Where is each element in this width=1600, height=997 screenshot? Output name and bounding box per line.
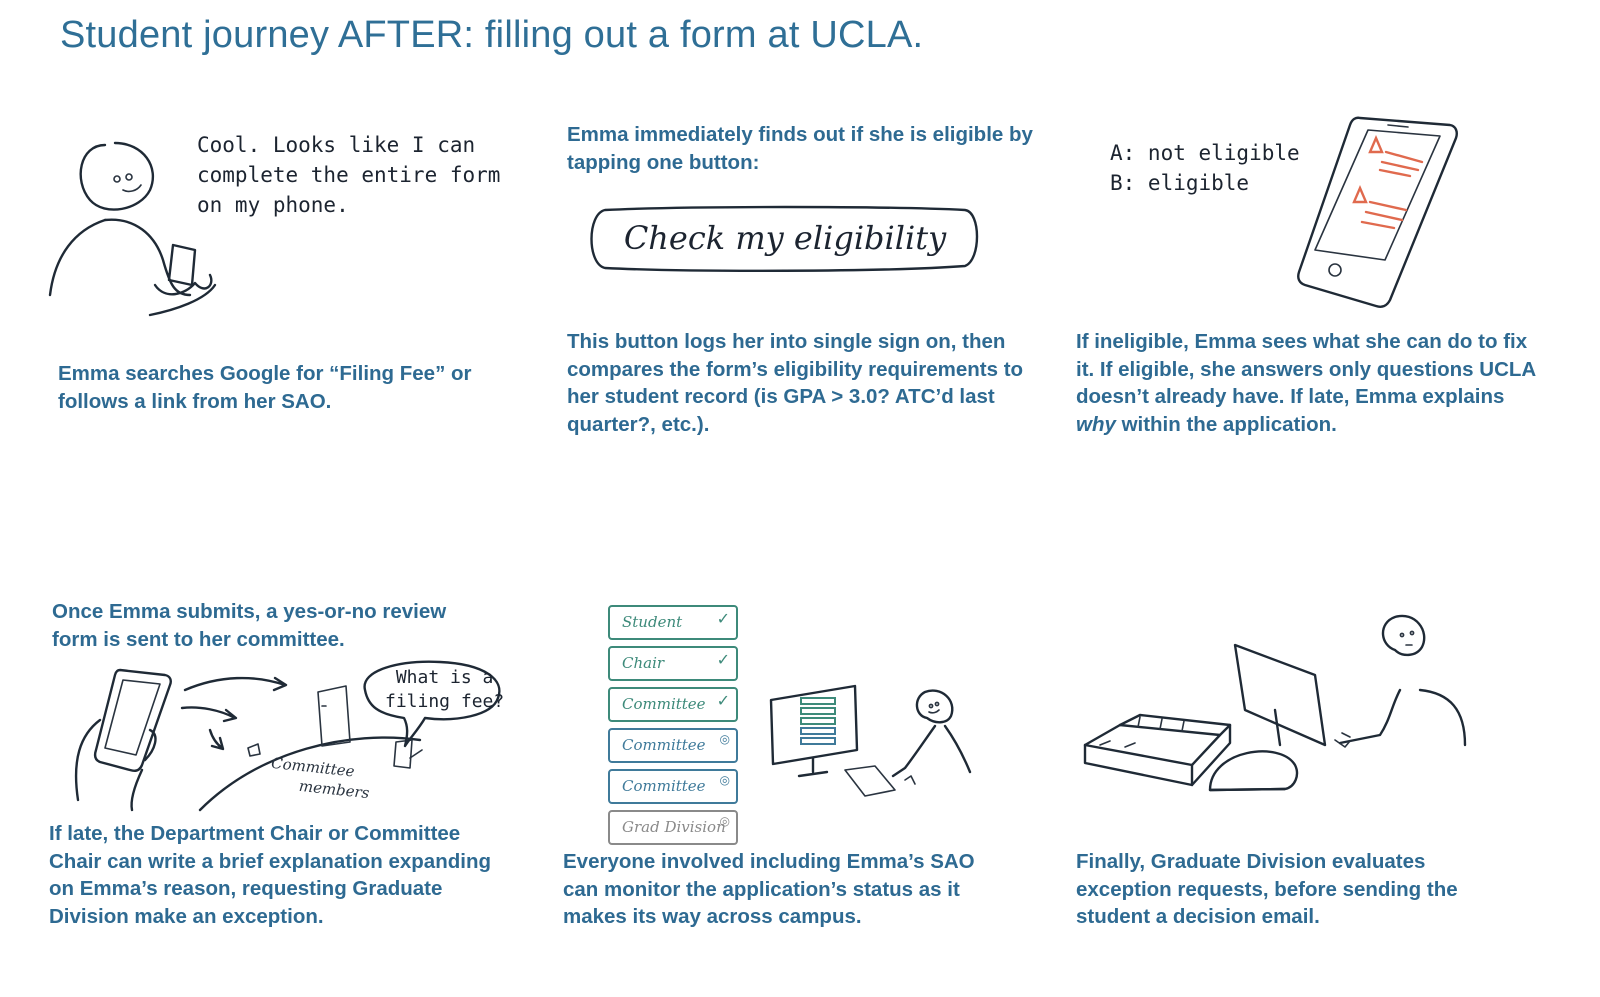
stack-item-committee: Committee ◎ — [608, 728, 738, 763]
speech-line: Cool. Looks like I can — [197, 133, 476, 157]
outcome-eligible: B: eligible — [1110, 171, 1250, 195]
sao-at-computer-sketch — [769, 684, 972, 797]
caption-search: Emma searches Google for “Filing Fee” or… — [58, 362, 472, 413]
committee-speech-text: What is a filing fee? — [385, 666, 504, 714]
stack-item-committee: Committee ◎ — [608, 769, 738, 804]
stack-label: Student — [622, 613, 683, 631]
checkmark-icon: ✓ — [716, 693, 730, 710]
caption-status-tracking: Everyone involved including Emma’s SAO c… — [563, 850, 975, 928]
stack-item-grad-division: Grad Division ◎ — [608, 810, 738, 845]
check-eligibility-button[interactable]: Check my eligibility — [623, 219, 947, 257]
stack-label: Grad Division — [622, 818, 726, 836]
checkmark-icon: ✓ — [716, 652, 730, 669]
speech-line: on my phone. — [197, 193, 349, 217]
caption-eligibility-intro: Emma immediately finds out if she is eli… — [567, 123, 1033, 174]
caption-part: within the application. — [1115, 412, 1337, 436]
outcome-not-eligible: A: not eligible — [1110, 141, 1300, 165]
page-title: Student journey AFTER: filling out a for… — [60, 14, 924, 56]
grad-division-desk-sketch — [1083, 614, 1467, 792]
stack-label: Committee — [622, 736, 706, 754]
speech-bubble-text: Cool. Looks like I can complete the enti… — [197, 130, 500, 220]
caption-emphasis: why — [1076, 412, 1116, 436]
speech-line: complete the entire form — [197, 163, 501, 187]
student-on-phone-sketch — [48, 141, 217, 317]
speech-line: filing fee? — [385, 691, 505, 712]
caption-eligibility-result: If ineligible, Emma sees what she can do… — [1076, 328, 1536, 438]
caption-eligibility-detail: This button logs her into single sign on… — [567, 330, 1024, 436]
caption-committee-detail: If late, the Department Chair or Committ… — [49, 822, 491, 928]
caption-decision: Finally, Graduate Division evaluates exc… — [1076, 850, 1458, 928]
stack-label: Chair — [622, 654, 665, 672]
caption-committee-intro: Once Emma submits, a yes-or-no review fo… — [52, 600, 447, 651]
stack-item-student: Student ✓ — [608, 605, 738, 640]
stack-label: Committee — [622, 777, 706, 795]
phone-with-alerts-sketch — [1297, 116, 1458, 308]
checkmark-icon: ✓ — [716, 611, 730, 628]
caption-part: If ineligible, Emma sees what she can do… — [1076, 330, 1536, 408]
pending-icon: ◎ — [719, 732, 730, 746]
stack-label: Committee — [622, 695, 706, 713]
pending-icon: ◎ — [719, 773, 730, 787]
outcomes-list: A: not eligible B: eligible — [1110, 138, 1300, 198]
stack-item-chair: Chair ✓ — [608, 646, 738, 681]
pending-icon: ◎ — [719, 814, 730, 828]
stack-item-committee: Committee ✓ — [608, 687, 738, 722]
committee-sketch — [74, 660, 501, 812]
speech-line: What is a — [395, 667, 494, 688]
status-stack: Student ✓ Chair ✓ Committee ✓ Committee … — [608, 605, 738, 845]
eligibility-button-sketch — [590, 205, 979, 272]
